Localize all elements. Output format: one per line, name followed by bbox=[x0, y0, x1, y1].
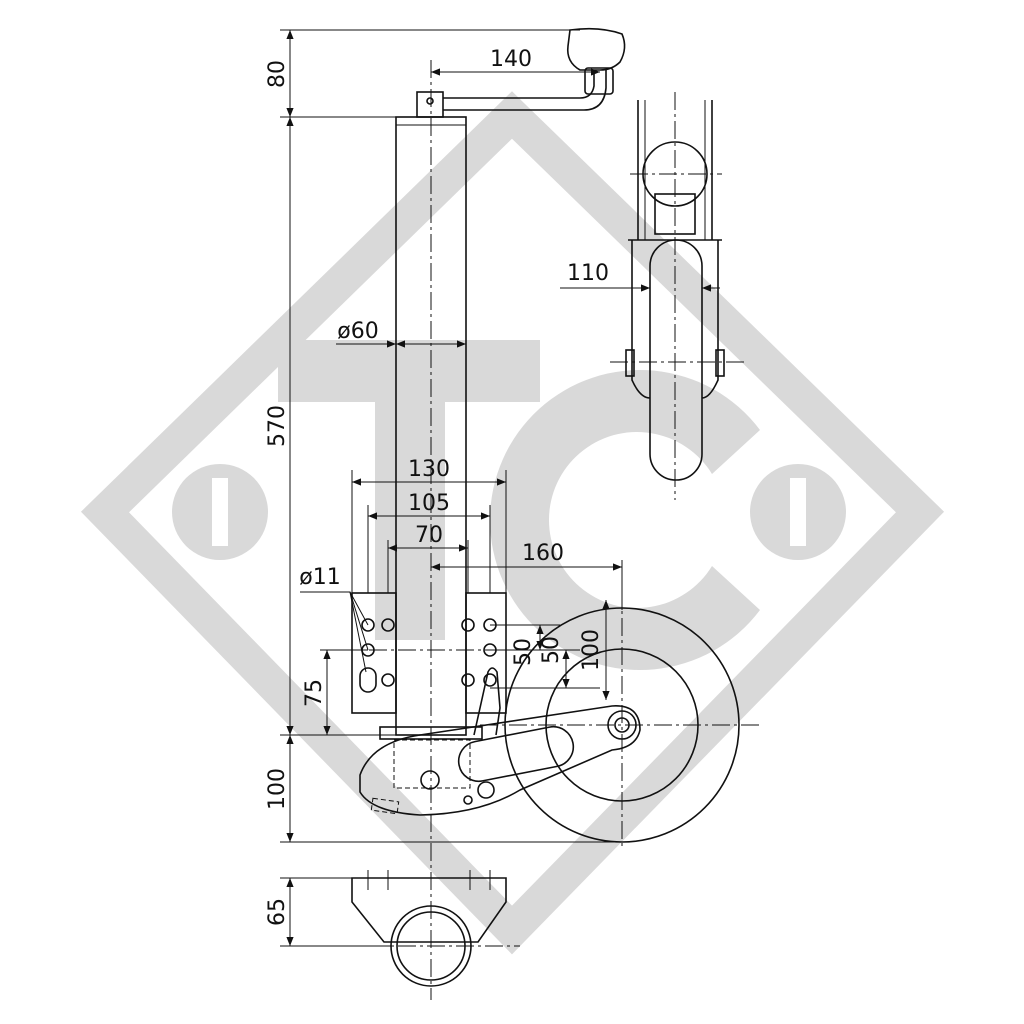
dim-wheel-drop: 100 bbox=[265, 768, 290, 810]
dim-hole-spacing-2: 50 bbox=[539, 636, 564, 664]
dim-wheel-width: 110 bbox=[567, 261, 609, 286]
dim-plate-width-middle: 105 bbox=[408, 491, 450, 516]
dim-tube-diameter: ø60 bbox=[337, 319, 378, 344]
dim-bottom-hole-height: 75 bbox=[302, 679, 327, 707]
crank-handle bbox=[416, 27, 626, 118]
dim-crank-reach: 140 bbox=[490, 47, 532, 72]
dimension-labels: 80 570 100 65 75 140 ø60 130 105 70 160 … bbox=[265, 47, 609, 926]
dim-plate-width-outer: 130 bbox=[408, 457, 450, 482]
side-view bbox=[610, 92, 745, 500]
dim-hole-spacing-total: 100 bbox=[579, 629, 604, 671]
dim-wheel-offset: 160 bbox=[522, 541, 564, 566]
extension-lines bbox=[280, 29, 632, 947]
dim-clamp-height: 65 bbox=[265, 898, 290, 926]
dim-crank-height: 80 bbox=[265, 60, 290, 88]
dim-hole-spacing-1: 50 bbox=[511, 638, 536, 666]
dim-tube-length: 570 bbox=[265, 405, 290, 447]
dim-plate-width-inner: 70 bbox=[415, 523, 443, 548]
dimension-lines bbox=[286, 30, 720, 946]
dim-hole-diameter: ø11 bbox=[299, 565, 340, 590]
tc-logo-watermark bbox=[80, 91, 945, 955]
